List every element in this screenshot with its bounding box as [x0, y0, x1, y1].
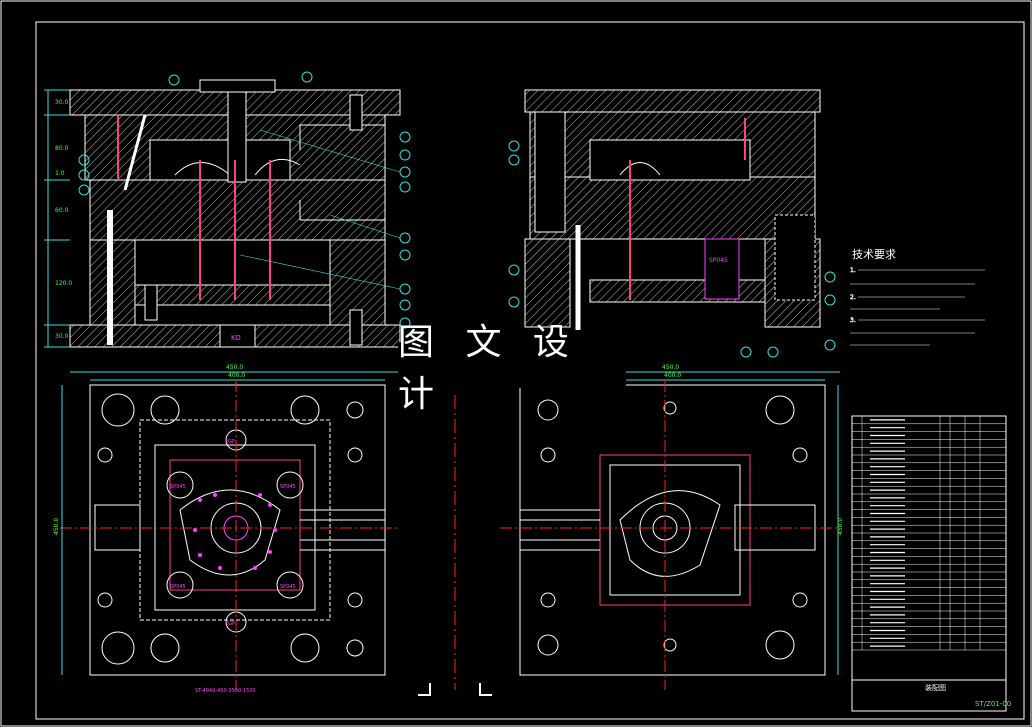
plan-tag-3: SP045 — [280, 484, 296, 490]
left-plan-view: 450.0 400.0 EGP SP045 SP045 SP045 — [53, 364, 400, 694]
plate-height-4: 60.0 — [55, 207, 69, 214]
right-part-tag: SP045 — [709, 257, 728, 264]
corner-mark-left — [418, 683, 431, 696]
plan-tag-4: SP045 — [170, 584, 186, 590]
tech-line-1: 1. — [850, 267, 856, 274]
bill-of-materials-table — [851, 415, 1007, 712]
plan-tag-5: SP045 — [280, 584, 296, 590]
dim-top-left: 450.0 — [226, 364, 243, 371]
right-section-view: SP045 — [508, 89, 836, 358]
dim-top-right: 450.0 — [662, 364, 679, 371]
bom-footer-title: 装配图 — [925, 683, 946, 692]
dim-height-right: 450.0 — [837, 518, 844, 535]
plan-tag-2: SP045 — [170, 484, 186, 490]
bom-footer-code: ST/Z01-00 — [975, 700, 1011, 708]
plate-height-1: 30.0 — [55, 99, 69, 106]
dim-height-left: 450.0 — [53, 518, 60, 535]
plan-tag-1: EGP — [225, 439, 235, 445]
watermark: 图 文 设 计 — [398, 322, 626, 415]
corner-mark-right — [479, 683, 492, 696]
inner-frame — [35, 21, 1025, 720]
dim-inner-left: 400.0 — [228, 372, 245, 379]
plan-bottom-code: ST-4040-450-3500-1500 — [195, 688, 256, 694]
block-label: KO — [231, 334, 241, 342]
plan-tag-6: EGP — [225, 621, 235, 627]
tech-line-3: 3. — [850, 317, 856, 324]
dim-inner-right: 400.0 — [664, 372, 681, 379]
plate-height-5: 120.0 — [55, 280, 72, 287]
plate-height-3: 1.0 — [55, 170, 65, 177]
tech-line-2: 2. — [850, 294, 856, 301]
left-section-view: KO 30.0 80.0 1.0 60.0 120.0 30.0 — [44, 71, 411, 348]
tech-requirements-title: 技术要求 — [852, 248, 896, 261]
tech-requirement-lines: 1. 2. 3. — [850, 267, 985, 346]
plate-height-2: 80.0 — [55, 145, 69, 152]
plate-height-6: 30.0 — [55, 333, 69, 340]
